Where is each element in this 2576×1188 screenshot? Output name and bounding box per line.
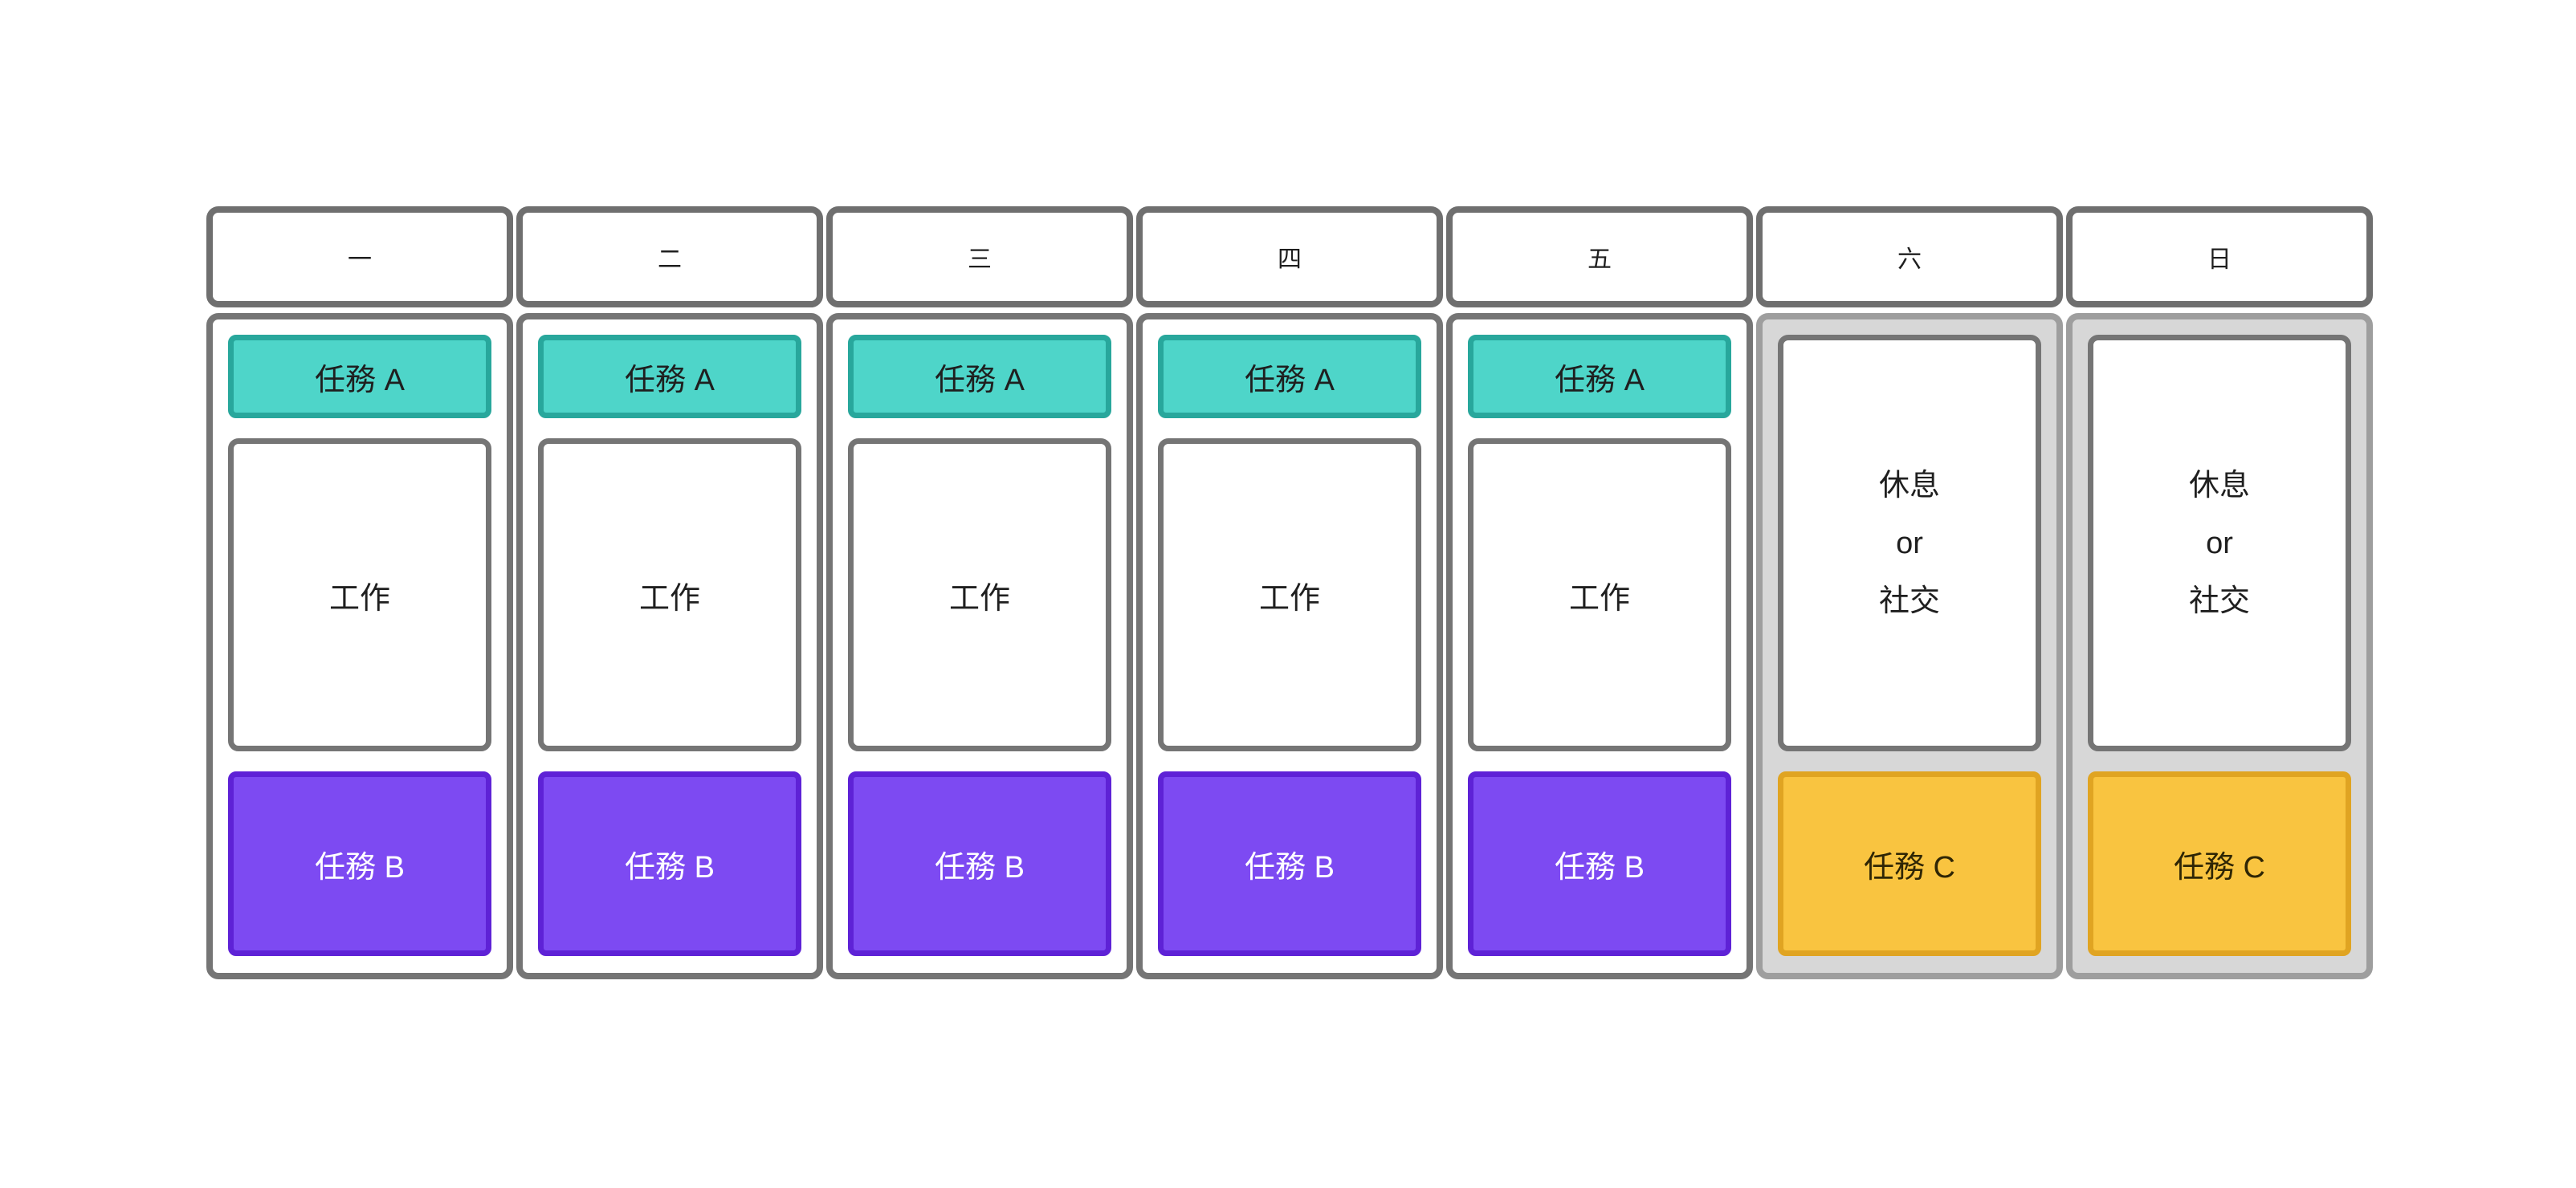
task-a-box: 任務 A	[228, 335, 491, 418]
task-c-label: 任務 C	[1863, 850, 1955, 885]
work-box: 工作	[1468, 438, 1731, 751]
day-column-tue: 二 任務 A 工作 任務 B	[516, 206, 823, 979]
work-label: 工作	[328, 581, 390, 616]
task-a-box: 任務 A	[848, 335, 1111, 418]
day-label: 三	[968, 246, 992, 273]
day-body: 任務 A 工作 任務 B	[1136, 313, 1443, 979]
task-b-box: 任務 B	[538, 771, 801, 956]
task-c-label: 任務 C	[2173, 850, 2265, 885]
day-header: 六	[1756, 206, 2063, 307]
day-column-sun: 日 休息 or 社交 任務 C	[2066, 206, 2373, 979]
task-b-label: 任務 B	[935, 850, 1025, 885]
day-label: 六	[1897, 246, 1922, 273]
rest-line: 休息	[1878, 468, 1940, 502]
day-body: 任務 A 工作 任務 B	[1446, 313, 1753, 979]
work-box: 工作	[538, 438, 801, 751]
day-header: 三	[826, 206, 1133, 307]
rest-box: 休息 or 社交	[2088, 335, 2351, 751]
day-header: 五	[1446, 206, 1753, 307]
task-a-label: 任務 A	[1245, 363, 1335, 397]
work-box: 工作	[1158, 438, 1421, 751]
day-column-wed: 三 任務 A 工作 任務 B	[826, 206, 1133, 979]
task-c-box: 任務 C	[1778, 771, 2041, 956]
day-header: 一	[206, 206, 513, 307]
day-body: 任務 A 工作 任務 B	[516, 313, 823, 979]
rest-line: or	[1896, 526, 1923, 560]
day-label: 四	[1278, 246, 1302, 273]
task-a-label: 任務 A	[1555, 363, 1645, 397]
task-a-label: 任務 A	[625, 363, 715, 397]
work-label: 工作	[1258, 581, 1320, 616]
task-c-box: 任務 C	[2088, 771, 2351, 956]
rest-line: 休息	[2188, 468, 2250, 502]
day-body: 任務 A 工作 任務 B	[826, 313, 1133, 979]
task-a-box: 任務 A	[538, 335, 801, 418]
rest-line: 社交	[2188, 584, 2250, 618]
task-a-box: 任務 A	[1158, 335, 1421, 418]
rest-line: or	[2206, 526, 2233, 560]
task-a-label: 任務 A	[315, 363, 405, 397]
day-header: 四	[1136, 206, 1443, 307]
day-label: 一	[348, 246, 372, 273]
task-b-box: 任務 B	[1468, 771, 1731, 956]
weekly-schedule-diagram: 一 任務 A 工作 任務 B 二 任務 A 工作 任務 B	[206, 206, 2373, 979]
day-label: 日	[2207, 246, 2232, 273]
day-column-mon: 一 任務 A 工作 任務 B	[206, 206, 513, 979]
task-b-label: 任務 B	[1555, 850, 1645, 885]
rest-line: 社交	[1878, 584, 1940, 618]
day-column-thu: 四 任務 A 工作 任務 B	[1136, 206, 1443, 979]
rest-box: 休息 or 社交	[1778, 335, 2041, 751]
day-column-fri: 五 任務 A 工作 任務 B	[1446, 206, 1753, 979]
day-header: 日	[2066, 206, 2373, 307]
day-label: 五	[1588, 246, 1612, 273]
day-body: 休息 or 社交 任務 C	[2066, 313, 2373, 979]
work-label: 工作	[948, 581, 1010, 616]
task-a-label: 任務 A	[935, 363, 1025, 397]
task-b-box: 任務 B	[848, 771, 1111, 956]
work-label: 工作	[638, 581, 700, 616]
task-b-label: 任務 B	[315, 850, 405, 885]
task-b-label: 任務 B	[1245, 850, 1335, 885]
task-b-label: 任務 B	[625, 850, 715, 885]
day-body: 任務 A 工作 任務 B	[206, 313, 513, 979]
day-label: 二	[658, 246, 682, 273]
task-b-box: 任務 B	[228, 771, 491, 956]
day-column-sat: 六 休息 or 社交 任務 C	[1756, 206, 2063, 979]
day-header: 二	[516, 206, 823, 307]
day-body: 休息 or 社交 任務 C	[1756, 313, 2063, 979]
work-box: 工作	[848, 438, 1111, 751]
work-label: 工作	[1568, 581, 1630, 616]
work-box: 工作	[228, 438, 491, 751]
task-b-box: 任務 B	[1158, 771, 1421, 956]
task-a-box: 任務 A	[1468, 335, 1731, 418]
